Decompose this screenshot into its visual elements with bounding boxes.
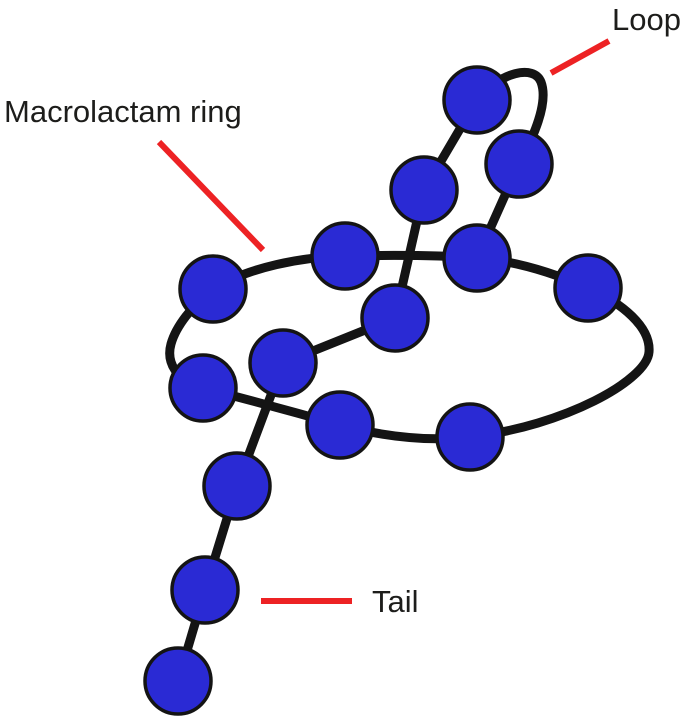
bead-ring-1 <box>442 223 512 293</box>
bead-tail-3 <box>143 646 213 716</box>
bead-ring-2 <box>310 221 380 291</box>
bead-ring-3 <box>178 254 248 324</box>
bead-ring-5 <box>305 390 375 460</box>
bead-ring-7 <box>553 253 623 323</box>
bead-loop-3 <box>389 155 459 225</box>
label-loop: Loop <box>612 2 681 37</box>
bead-loop-2 <box>484 129 554 199</box>
bead-loop-1 <box>442 65 512 135</box>
label-tail: Tail <box>372 584 419 619</box>
loop-pointer-line <box>549 38 611 76</box>
bead-tail-2 <box>170 555 240 625</box>
annotation-layer <box>156 38 611 604</box>
bead-tail-1 <box>202 451 272 521</box>
bead-ring-4 <box>168 353 238 423</box>
bead-thread-2 <box>248 328 318 398</box>
bead-thread-1 <box>360 283 430 353</box>
bead-ring-6 <box>435 402 505 472</box>
bead-layer <box>143 65 623 716</box>
macrolactam-ring-pointer-line <box>156 139 266 253</box>
label-macrolactam-ring: Macrolactam ring <box>4 94 242 129</box>
macrolactam-ring-path <box>165 250 654 444</box>
